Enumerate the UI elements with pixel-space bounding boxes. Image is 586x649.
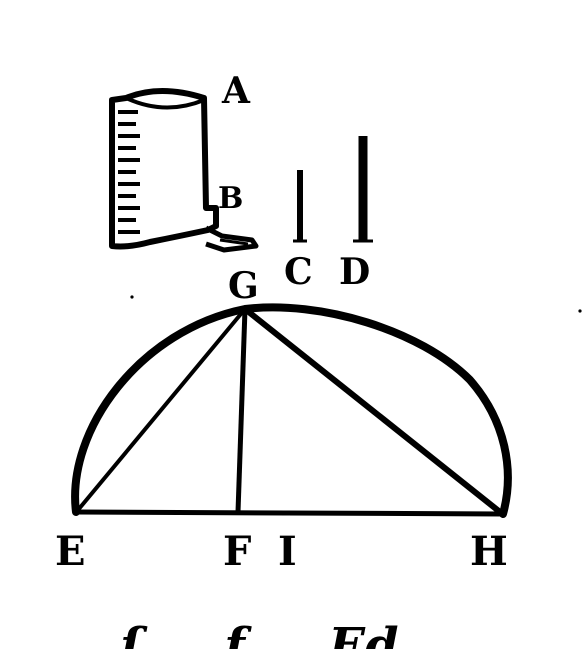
stray-mark (130, 295, 134, 299)
vessel-hatching (118, 110, 140, 234)
label-b: B (218, 181, 243, 216)
label-f: F (223, 528, 251, 575)
chord-ge (76, 307, 247, 512)
label-g: G (228, 265, 259, 307)
vessel-spout-lines (219, 238, 249, 246)
label-c: C (284, 251, 313, 293)
label-d: D (339, 251, 370, 293)
chord-gh (243, 306, 502, 515)
bottom-cropped-text: ſ ... f ... Ed (117, 618, 399, 649)
perpendicular-gf (235, 308, 248, 513)
vessel-body (109, 88, 219, 250)
stray-mark (578, 309, 582, 313)
semicircle-arc (71, 303, 512, 518)
label-h: H (470, 528, 508, 575)
label-a: A (221, 70, 251, 112)
label-i: I (278, 528, 297, 575)
label-e: E (55, 528, 86, 575)
diameter-eh (75, 509, 504, 517)
vessel-rim (125, 96, 205, 110)
vessel-spout (204, 225, 259, 253)
vessel-drawing (109, 88, 259, 253)
